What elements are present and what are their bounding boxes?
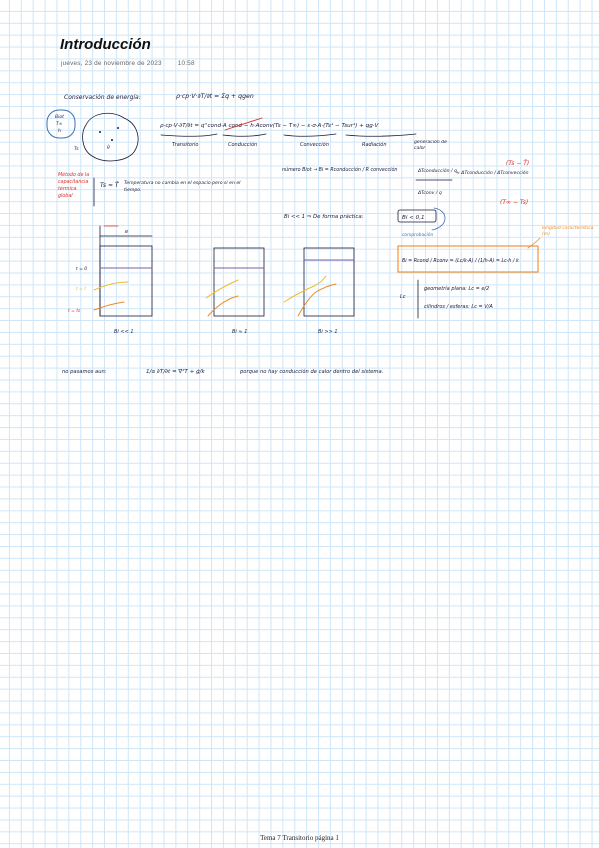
svg-text:h: h	[58, 128, 61, 134]
svg-text:ġ: ġ	[107, 144, 110, 150]
biot-condition-value: Bi < 0,1	[402, 215, 425, 221]
heat-equation-reason: porque no hay conducción de calor dentro…	[239, 368, 383, 375]
biot-condition-box	[397, 209, 437, 223]
slab-diagram-2	[213, 247, 265, 317]
body-blob-sketch	[82, 112, 139, 162]
characteristic-length-note: longitud característica (m)	[542, 226, 594, 237]
graph-caption-2: Bi ≈ 1	[232, 329, 247, 335]
term-conveccion: Convección	[300, 141, 329, 148]
biot-sketch-circle	[46, 109, 76, 139]
biot-approximation: ≈ ΔTconducción / ΔTconvección	[456, 171, 529, 176]
slab-diagram-3	[303, 247, 355, 317]
slab-thickness-label: e	[125, 229, 128, 235]
graph-caption-3: Bi >> 1	[318, 329, 338, 335]
lc-plane: geometría plana: Lc = e/2	[424, 285, 489, 292]
svg-text:T∞: T∞	[56, 121, 63, 127]
lc-symbol: Lc	[400, 294, 406, 300]
heat-equation: 1/α ∂T/∂t = ∇²T + ġ/k	[146, 368, 206, 375]
capacitance-rule: Ts ≈ T̄	[100, 182, 120, 189]
balance-equation: ρ·cp·V·∂T/∂t = q''cond·A cond − h·Aconv(…	[160, 122, 380, 129]
page-date: jueves, 23 de noviembre de 2023	[61, 60, 162, 67]
lc-cylinder: cilindros / esferas: Lc = V/A	[424, 304, 493, 310]
graph-label-ts: t = ts	[68, 308, 81, 314]
term-transitorio: Transitorio	[172, 142, 198, 148]
slab-diagram-1	[99, 245, 153, 317]
page-title: Introducción	[60, 36, 151, 53]
page-time: 10:58	[177, 60, 195, 67]
graph-caption-1: Bi << 1	[114, 329, 134, 335]
biot-sketch-text: Biot	[55, 114, 64, 120]
term-generacion: generación de calor	[414, 140, 447, 151]
term-conduccion: Conducción	[228, 141, 257, 148]
page-meta: jueves, 23 de noviembre de 2023 10:58	[61, 60, 195, 67]
ratio-bottom: (T∞ − Ts)	[500, 199, 528, 206]
biot-fraction-den: ΔTconv / q	[417, 190, 442, 196]
svg-text:Ts: Ts	[74, 146, 79, 152]
no-pasamos-label: no pasamos aun:	[62, 369, 107, 375]
graph-label-t0: t = 0	[76, 266, 87, 272]
energy-label: Conservación de energía:	[64, 94, 141, 101]
term-radiacion: Radiación	[362, 141, 387, 148]
biot-condition: Bi << 1 ⇒ De forma práctica:	[284, 213, 364, 220]
strike-conduction	[224, 117, 263, 131]
biot-check-label: comprobación	[402, 231, 433, 238]
ratio-top: (Ts − T̄)	[506, 160, 529, 167]
capacitance-method-note: Método de la capacitancia térmica global	[58, 173, 90, 199]
energy-equation: ρ·cp·V·∂T/∂t = Σq + qgen	[176, 92, 254, 100]
biot-fraction-num: ΔTconducción / q	[417, 167, 457, 174]
page-footer: Tema 7 Transitorio página 1	[260, 834, 339, 842]
capacitance-explanation: Temperatura no cambia en el espacio pero…	[124, 181, 241, 193]
bi-formula: Bi = Rcond / Rconv = (Lc/k·A) / (1/h·A) …	[402, 258, 519, 264]
graph-label-tt: t = t	[76, 286, 86, 292]
biot-definition: número Biot → Bi = Rconducción / R conve…	[282, 168, 398, 173]
bi-formula-box	[397, 245, 539, 273]
